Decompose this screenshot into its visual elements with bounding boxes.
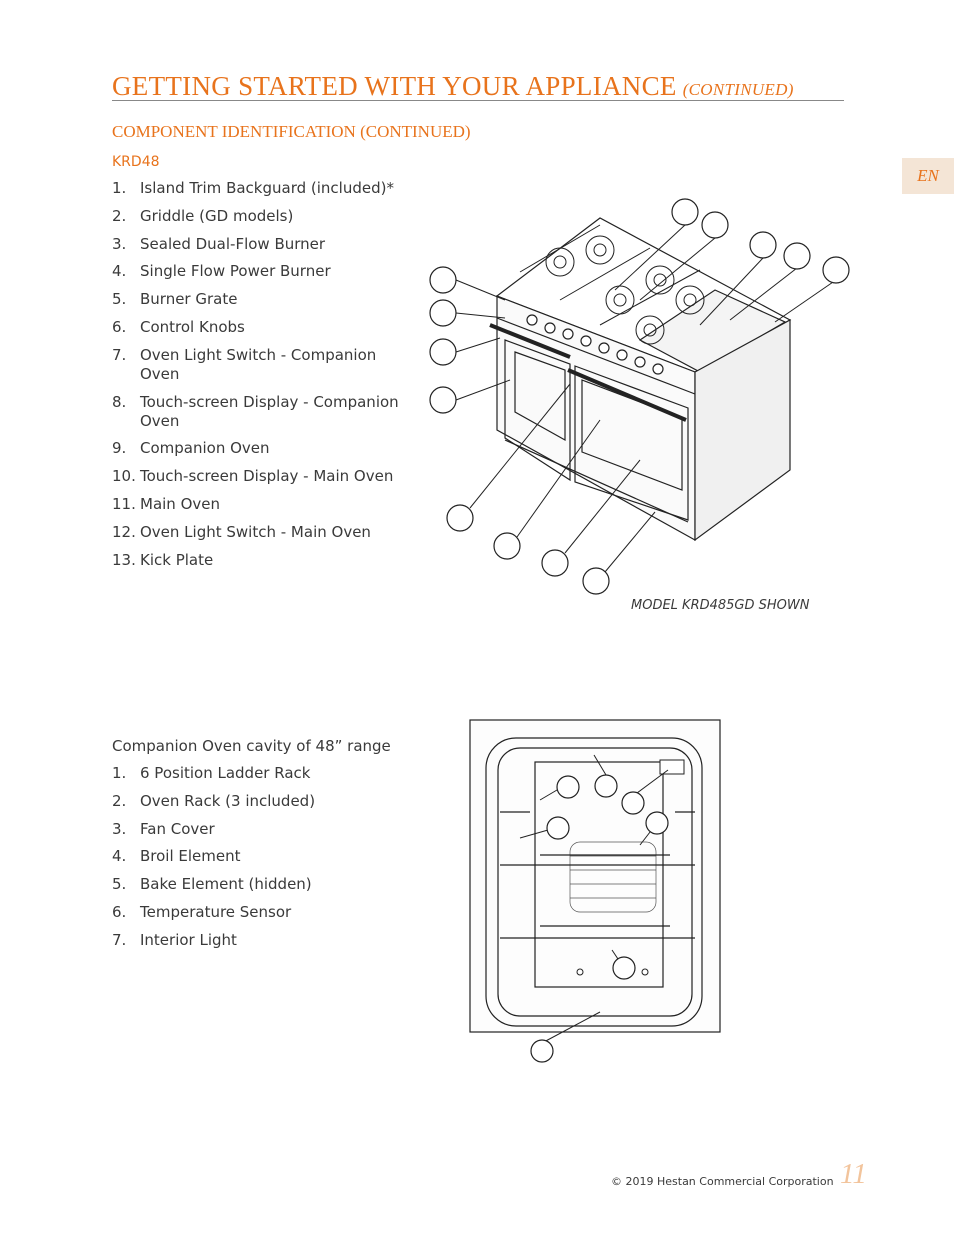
list-item: 6. Control Knobs [112, 318, 402, 337]
callout-markers [429, 198, 850, 595]
list-item: 1. Island Trim Backguard (included)* [112, 179, 402, 198]
list-item-number: 6. [112, 317, 127, 336]
page-title-text: GETTING STARTED WITH YOUR APPLIANCE [112, 71, 677, 101]
fan-cover [569, 841, 657, 913]
list-item-text: 6 Position Ladder Rack [140, 764, 311, 782]
section-heading: COMPONENT IDENTIFICATION (CONTINUED) [112, 122, 471, 141]
cavity-parts-list: 1. 6 Position Ladder Rack 2. Oven Rack (3 i… [112, 764, 402, 959]
list-item-number: 6. [112, 902, 127, 921]
model-heading: KRD48 [112, 154, 160, 170]
list-item: 6. Temperature Sensor [112, 903, 402, 922]
burner-grates [519, 224, 705, 345]
list-item-text: Oven Light Switch - Main Oven [140, 522, 371, 541]
list-item-text: Temperature Sensor [140, 902, 292, 921]
list-item-text: Griddle (GD models) [140, 206, 294, 225]
list-item-number: 10. [112, 467, 136, 486]
title-divider [112, 100, 844, 101]
list-item-number: 2. [112, 206, 127, 225]
cavity-frame [469, 719, 721, 1033]
list-item-text: Island Trim Backguard (included)* [140, 179, 394, 197]
list-item-text: Companion Oven [140, 439, 270, 458]
list-item: 11.Main Oven [112, 495, 402, 514]
oven-racks [500, 811, 695, 939]
cavity-illustration [469, 719, 721, 1063]
list-item-text: Control Knobs [140, 317, 245, 336]
list-item: 10.Touch-screen Display - Main Oven [112, 467, 402, 486]
list-item-number: 12. [112, 522, 136, 541]
list-item: 4. Single Flow Power Burner [112, 262, 402, 281]
list-item-number: 3. [112, 819, 127, 838]
list-item-text: Oven Light Switch - Companion Oven [140, 345, 377, 383]
list-item-number: 13. [112, 550, 136, 569]
parts-list: 1. Island Trim Backguard (included)* 2. Gri… [112, 179, 402, 578]
list-item-text: Burner Grate [140, 290, 238, 309]
list-item-number: 11. [112, 494, 136, 513]
list-item-number: 9. [112, 439, 127, 458]
list-item: 12.Oven Light Switch - Main Oven [112, 523, 402, 542]
figure-caption: MODEL KRD485GD SHOWN [631, 598, 810, 613]
list-item: 5. Bake Element (hidden) [112, 875, 402, 894]
callout-leaders [455, 224, 837, 573]
list-item: 3. Sealed Dual-Flow Burner [112, 235, 402, 254]
list-item-number: 3. [112, 234, 127, 253]
cavity-callout-markers [530, 774, 669, 1063]
list-item-text: Broil Element [140, 847, 241, 866]
list-item: 8. Touch-screen Display - Companion Oven [112, 393, 402, 431]
range-body [489, 217, 792, 542]
list-item-number: 1. [112, 179, 127, 197]
range-illustration [429, 198, 850, 595]
list-item-number: 4. [112, 262, 127, 281]
list-item-number: 5. [112, 290, 127, 309]
list-item: 2. Griddle (GD models) [112, 207, 402, 226]
list-item: 9. Companion Oven [112, 439, 402, 458]
copyright-notice: © 2019 Hestan Commercial Corporation [611, 1175, 834, 1188]
list-item-text: Touch-screen Display - Companion Oven [140, 392, 399, 430]
list-item: 3. Fan Cover [112, 820, 402, 839]
list-item-number: 1. [112, 764, 127, 782]
list-item: 4. Broil Element [112, 847, 402, 866]
page-number: 11 [840, 1158, 867, 1190]
list-item: 13.Kick Plate [112, 551, 402, 570]
control-knobs [526, 314, 664, 375]
page-title: GETTING STARTED WITH YOUR APPLIANCE (CONT… [112, 71, 794, 102]
interior-light [576, 759, 685, 976]
list-item: 7. Oven Light Switch - Companion Oven [112, 346, 402, 384]
list-item-text: Main Oven [140, 494, 220, 513]
list-item-text: Oven Rack (3 included) [140, 791, 316, 810]
list-item-number: 8. [112, 392, 127, 411]
page-title-suffix: (CONTINUED) [682, 80, 794, 99]
list-item: 2. Oven Rack (3 included) [112, 792, 402, 811]
list-item-number: 5. [112, 875, 127, 894]
list-item-text: Interior Light [140, 930, 237, 949]
cavity-intro: Companion Oven cavity of 48” range [112, 737, 391, 755]
list-item-number: 4. [112, 847, 127, 866]
list-item-text: Single Flow Power Burner [140, 262, 331, 281]
list-item-number: 7. [112, 345, 127, 364]
list-item-text: Fan Cover [140, 819, 215, 838]
list-item-number: 2. [112, 791, 127, 810]
list-item-number: 7. [112, 930, 127, 949]
list-item-text: Bake Element (hidden) [140, 875, 312, 894]
list-item: 1. 6 Position Ladder Rack [112, 764, 402, 783]
list-item-text: Touch-screen Display - Main Oven [140, 467, 394, 486]
list-item-text: Sealed Dual-Flow Burner [140, 234, 326, 253]
list-item: 7. Interior Light [112, 931, 402, 950]
list-item: 5. Burner Grate [112, 290, 402, 309]
language-tab[interactable]: EN [902, 158, 954, 194]
list-item-text: Kick Plate [140, 550, 214, 569]
